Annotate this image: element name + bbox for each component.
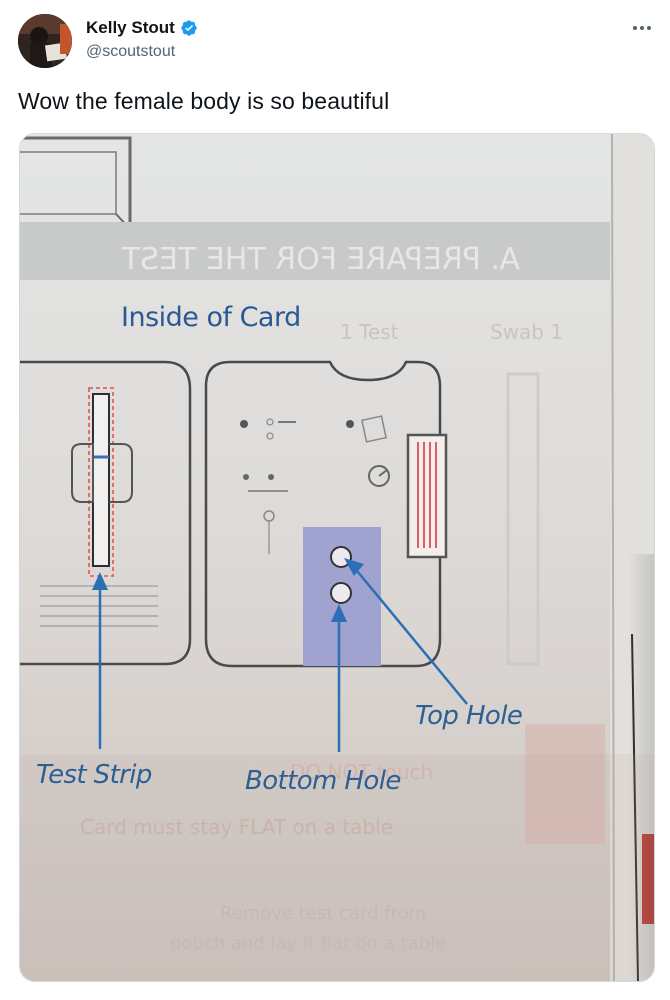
display-name[interactable]: Kelly Stout xyxy=(86,18,175,37)
label-top-hole: Top Hole xyxy=(415,701,523,731)
tweet-header: Kelly Stout @scoutstout xyxy=(0,0,670,85)
svg-text:Card must stay FLAT on a table: Card must stay FLAT on a table xyxy=(80,815,393,839)
svg-text:DO NOT touch: DO NOT touch xyxy=(290,760,433,784)
verified-badge-icon xyxy=(181,20,197,36)
label-bottom-hole: Bottom Hole xyxy=(245,766,401,796)
svg-text:Swab 1: Swab 1 xyxy=(490,320,563,344)
avatar[interactable] xyxy=(18,14,72,68)
card-diagram-photo: A. PREPARE FOR THE TEST Swab 1 1 Test xyxy=(20,134,654,981)
svg-text:1 Test: 1 Test xyxy=(340,320,399,344)
label-test-strip: Test Strip xyxy=(36,760,152,790)
svg-text:pouch and lay it flat on a tab: pouch and lay it flat on a table xyxy=(170,933,446,954)
tweet-photo[interactable]: A. PREPARE FOR THE TEST Swab 1 1 Test xyxy=(19,133,655,982)
svg-text:A. PREPARE FOR THE TEST: A. PREPARE FOR THE TEST xyxy=(121,242,520,277)
svg-text:Remove test card from: Remove test card from xyxy=(220,903,426,924)
tweet-text: Wow the female body is so beautiful xyxy=(18,88,390,114)
handle[interactable]: @scoutstout xyxy=(86,43,176,60)
ellipsis-icon[interactable] xyxy=(630,20,654,36)
label-inside-of-card: Inside of Card xyxy=(121,302,301,333)
